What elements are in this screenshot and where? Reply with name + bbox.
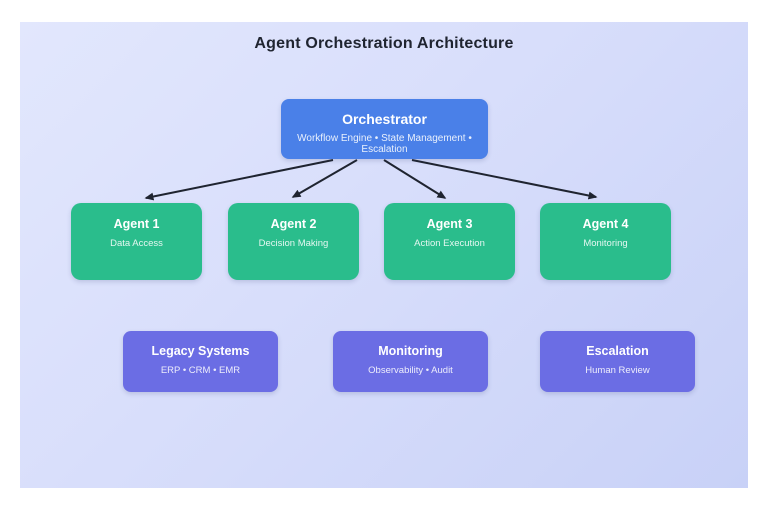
node-agent-4: Agent 4 Monitoring bbox=[540, 203, 671, 280]
diagram-canvas: Agent Orchestration Architecture Orchest… bbox=[20, 22, 748, 488]
edge-orchestrator-agent3 bbox=[383, 159, 447, 199]
agent-1-subtitle: Data Access bbox=[110, 238, 163, 249]
diagram-title: Agent Orchestration Architecture bbox=[254, 35, 514, 52]
monitoring-subtitle: Observability • Audit bbox=[368, 365, 453, 376]
node-legacy-systems: Legacy Systems ERP • CRM • EMR bbox=[123, 331, 278, 392]
legacy-systems-subtitle: ERP • CRM • EMR bbox=[160, 365, 241, 376]
legacy-systems-title: Legacy Systems bbox=[151, 344, 250, 358]
agent-3-subtitle: Action Execution bbox=[414, 238, 485, 249]
agent-1-title: Agent 1 bbox=[113, 217, 160, 231]
agent-2-subtitle: Decision Making bbox=[258, 238, 329, 249]
edge-orchestrator-agent4 bbox=[411, 159, 598, 200]
agent-2-title: Agent 2 bbox=[270, 217, 317, 231]
node-agent-2: Agent 2 Decision Making bbox=[228, 203, 359, 280]
orchestrator-subtitle: Workflow Engine • State Management • Esc… bbox=[297, 133, 472, 155]
edge-orchestrator-agent1 bbox=[144, 159, 334, 201]
node-agent-1: Agent 1 Data Access bbox=[71, 203, 202, 280]
agent-3-title: Agent 3 bbox=[426, 217, 473, 231]
escalation-title: Escalation bbox=[586, 344, 649, 358]
orchestrator-title: Orchestrator bbox=[342, 111, 427, 127]
escalation-subtitle: Human Review bbox=[585, 365, 650, 376]
agent-4-subtitle: Monitoring bbox=[583, 238, 628, 249]
node-agent-3: Agent 3 Action Execution bbox=[384, 203, 515, 280]
node-orchestrator: Orchestrator Workflow Engine • State Man… bbox=[281, 99, 488, 159]
node-monitoring: Monitoring Observability • Audit bbox=[333, 331, 488, 392]
edge-orchestrator-agent2 bbox=[291, 159, 358, 198]
agent-4-title: Agent 4 bbox=[582, 217, 629, 231]
node-escalation: Escalation Human Review bbox=[540, 331, 695, 392]
monitoring-title: Monitoring bbox=[378, 344, 443, 358]
